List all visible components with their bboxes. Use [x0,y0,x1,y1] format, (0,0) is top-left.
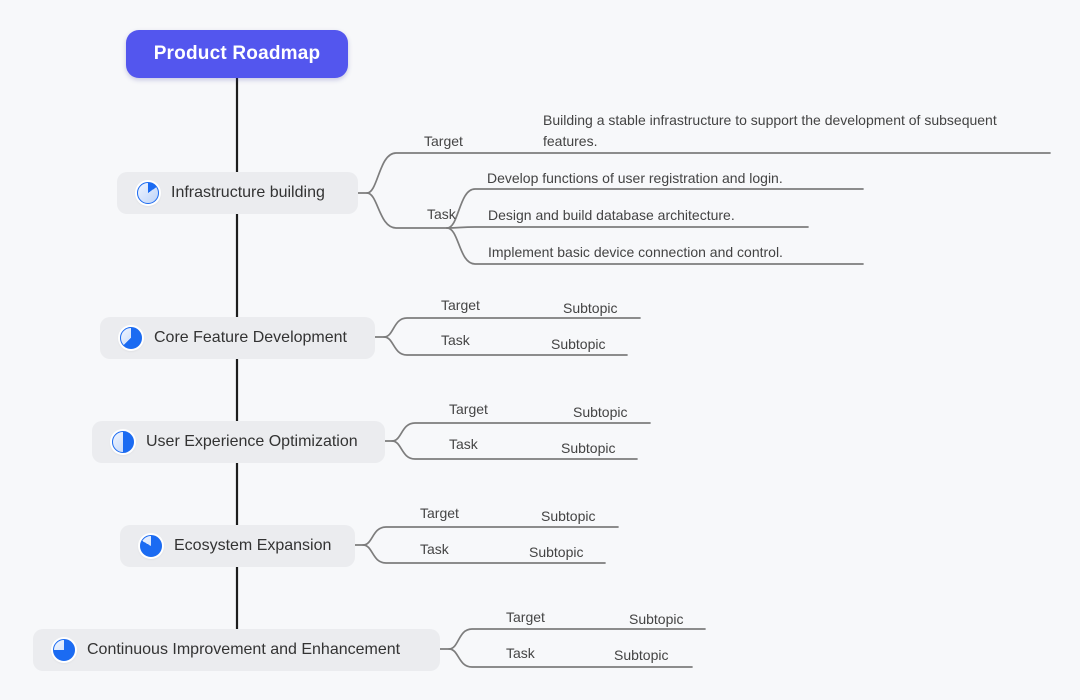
connector-path [439,628,706,650]
connector-path [448,648,693,668]
subtopic-text[interactable]: Subtopic [563,300,618,316]
root-topic[interactable]: Product Roadmap [126,30,348,78]
subtopic-text[interactable]: Design and build database architecture. [488,207,735,223]
connector-path [374,317,641,338]
connector-path [383,336,628,356]
topic-core-feature-development[interactable]: Core Feature Development [100,317,375,359]
task-label[interactable]: Task [420,541,449,557]
topic-label: Ecosystem Expansion [174,537,332,554]
topic-user-experience-optimization[interactable]: User Experience Optimization [92,421,385,463]
subtopic-text[interactable]: Subtopic [551,336,606,352]
progress-pie-icon[interactable] [120,327,142,349]
task-label[interactable]: Task [506,645,535,661]
target-label[interactable]: Target [441,297,480,313]
topic-label: Core Feature Development [154,329,347,346]
progress-pie-icon[interactable] [137,182,159,204]
target-label[interactable]: Target [420,505,459,521]
subtopic-text[interactable]: Subtopic [541,508,596,524]
topic-label: Continuous Improvement and Enhancement [87,641,401,658]
connector-path [384,422,651,442]
connector-path [446,188,864,229]
target-label[interactable]: Target [506,609,545,625]
connector-path [362,544,606,564]
connector-path [446,227,864,265]
subtopic-text[interactable]: Subtopic [629,611,684,627]
subtopic-text[interactable]: Subtopic [614,647,669,663]
subtopic-text[interactable]: Subtopic [561,440,616,456]
task-label[interactable]: Task [441,332,470,348]
connector-path [391,440,638,460]
topic-label: User Experience Optimization [146,433,358,450]
connector-path [446,226,809,229]
topic-infrastructure-building[interactable]: Infrastructure building [117,172,358,214]
connector-path [354,526,619,546]
task-label[interactable]: Task [449,436,478,452]
topic-label: Infrastructure building [171,184,325,201]
subtopic-text[interactable]: Develop functions of user registration a… [487,170,783,186]
subtopic-text[interactable]: Implement basic device connection and co… [488,244,783,260]
topic-continuous-improvement[interactable]: Continuous Improvement and Enhancement [33,629,440,671]
progress-pie-icon[interactable] [112,431,134,453]
target-label[interactable]: Target [449,401,488,417]
task-label[interactable]: Task [427,206,456,222]
target-label[interactable]: Target [424,133,463,149]
subtopic-text[interactable]: Subtopic [573,404,628,420]
subtopic-text[interactable]: Subtopic [529,544,584,560]
progress-pie-icon[interactable] [140,535,162,557]
topic-ecosystem-expansion[interactable]: Ecosystem Expansion [120,525,355,567]
progress-pie-icon[interactable] [53,639,75,661]
connector-path [366,192,448,229]
root-topic-label: Product Roadmap [153,43,321,64]
subtopic-text[interactable]: Building a stable infrastructure to supp… [543,112,997,149]
